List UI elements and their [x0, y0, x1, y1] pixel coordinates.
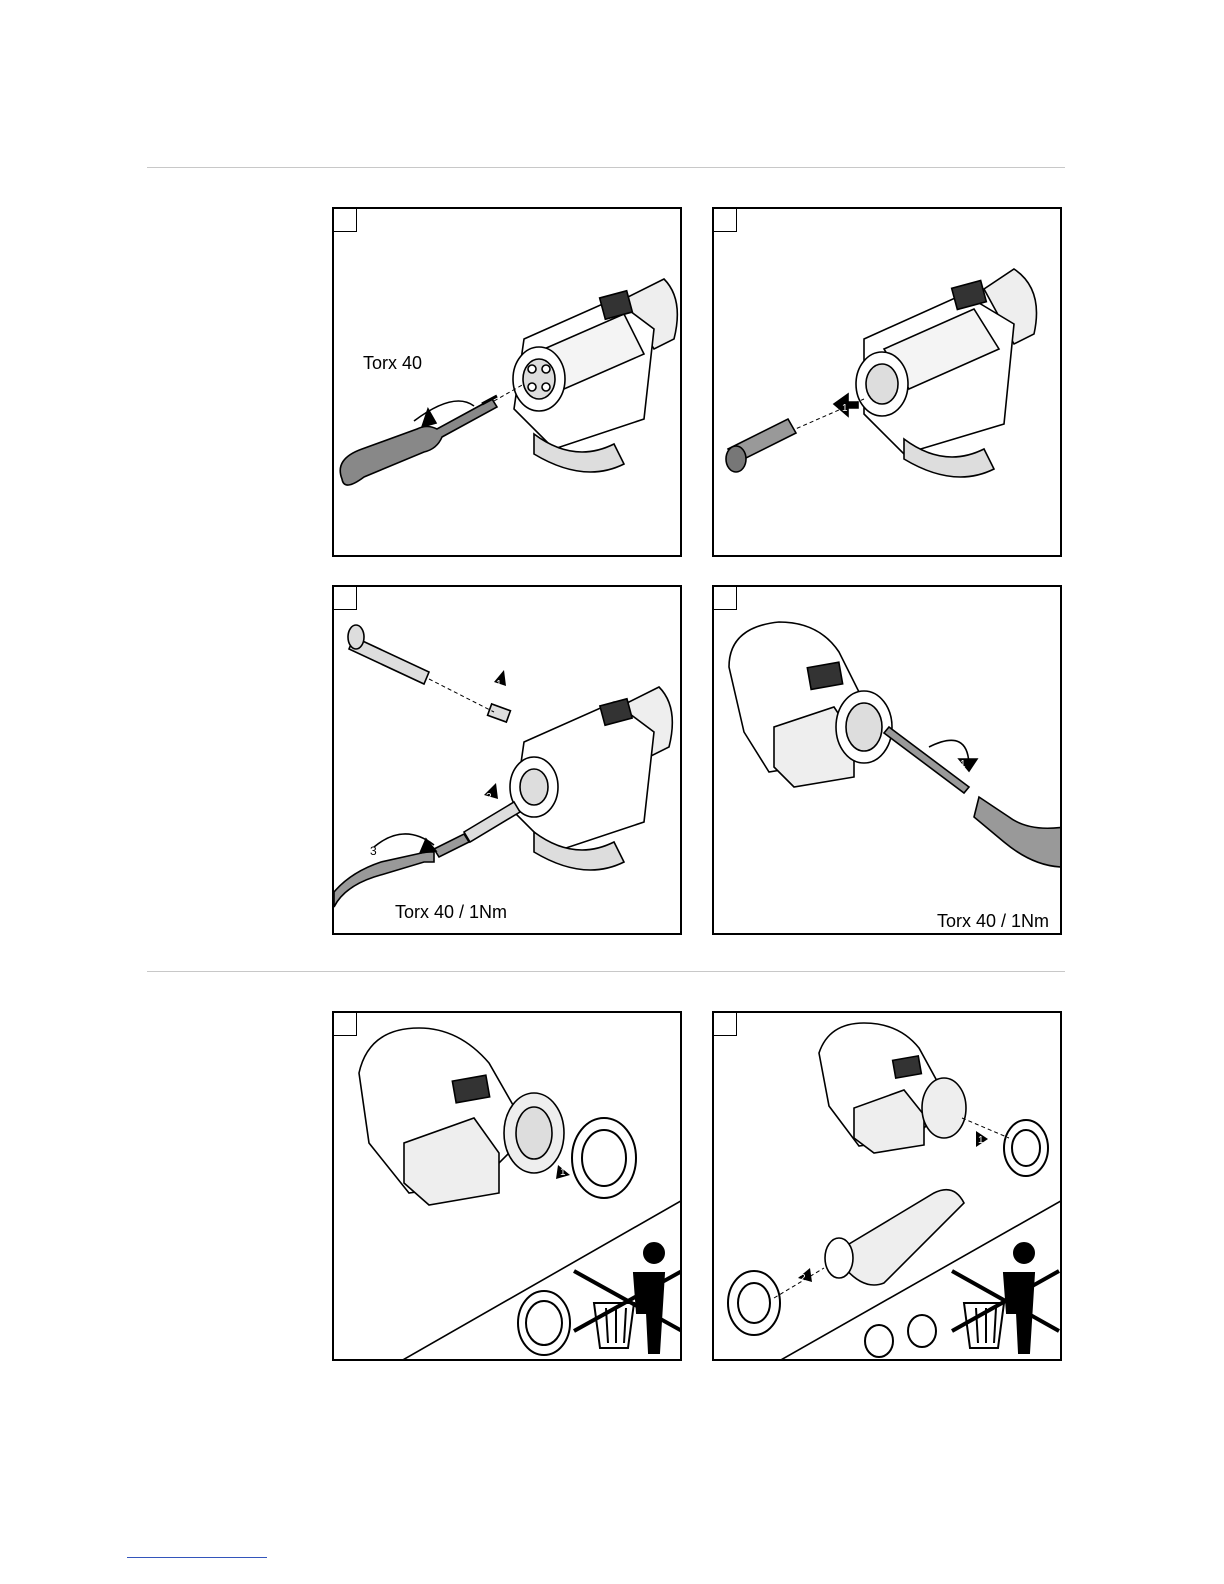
step-panel-4: Torx 40 / 1Nm 1	[712, 585, 1062, 935]
step-number-box	[334, 1013, 357, 1036]
contact-tube-icon	[825, 1190, 964, 1285]
step-marker-2: 2	[486, 792, 492, 803]
step-marker-1: 1	[560, 1167, 566, 1178]
tool-label: Torx 40	[363, 353, 422, 374]
step-marker-2: 2	[800, 1273, 806, 1284]
screwdriver-icon	[340, 396, 497, 485]
step-number-box	[334, 209, 357, 232]
no-litter-icon	[574, 1243, 682, 1353]
step-number-box	[334, 587, 357, 610]
step-number-box	[714, 587, 737, 610]
torch-body-icon: 1	[714, 209, 1062, 557]
contact-tube-icon	[726, 394, 858, 472]
torch-body-icon: 1	[714, 587, 1062, 935]
step-number-box	[714, 209, 737, 232]
step-marker-1: 1	[496, 679, 502, 690]
step-marker-1: 1	[978, 1135, 984, 1146]
step-panel-6: 1 2	[712, 1011, 1062, 1361]
step-panel-5: 1	[332, 1011, 682, 1361]
torch-body-icon	[334, 209, 682, 557]
step-panel-1: Torx 40	[332, 207, 682, 557]
torch-body-icon: 1	[334, 1013, 682, 1361]
step-marker-1: 1	[842, 403, 848, 414]
step-marker-1: 1	[960, 759, 966, 770]
tool-label: Torx 40 / 1Nm	[937, 911, 1049, 932]
step-panel-2: 1	[712, 207, 1062, 557]
section-divider-middle	[147, 971, 1065, 972]
step-panel-3: Torx 40 / 1Nm 3 1 2	[332, 585, 682, 935]
tool-label: Torx 40 / 1Nm	[395, 902, 507, 923]
step-number-box	[714, 1013, 737, 1036]
screwdriver-icon	[884, 727, 1062, 867]
section-divider-top	[147, 167, 1065, 168]
no-litter-icon	[952, 1243, 1059, 1353]
footnote-separator	[127, 1557, 267, 1558]
screwdriver-icon	[334, 834, 436, 907]
contact-tube-icon	[348, 625, 520, 857]
torch-body-icon: 3 1 2	[334, 587, 682, 935]
torch-body-icon: 1 2	[714, 1013, 1062, 1361]
step-marker-3: 3	[370, 844, 377, 858]
